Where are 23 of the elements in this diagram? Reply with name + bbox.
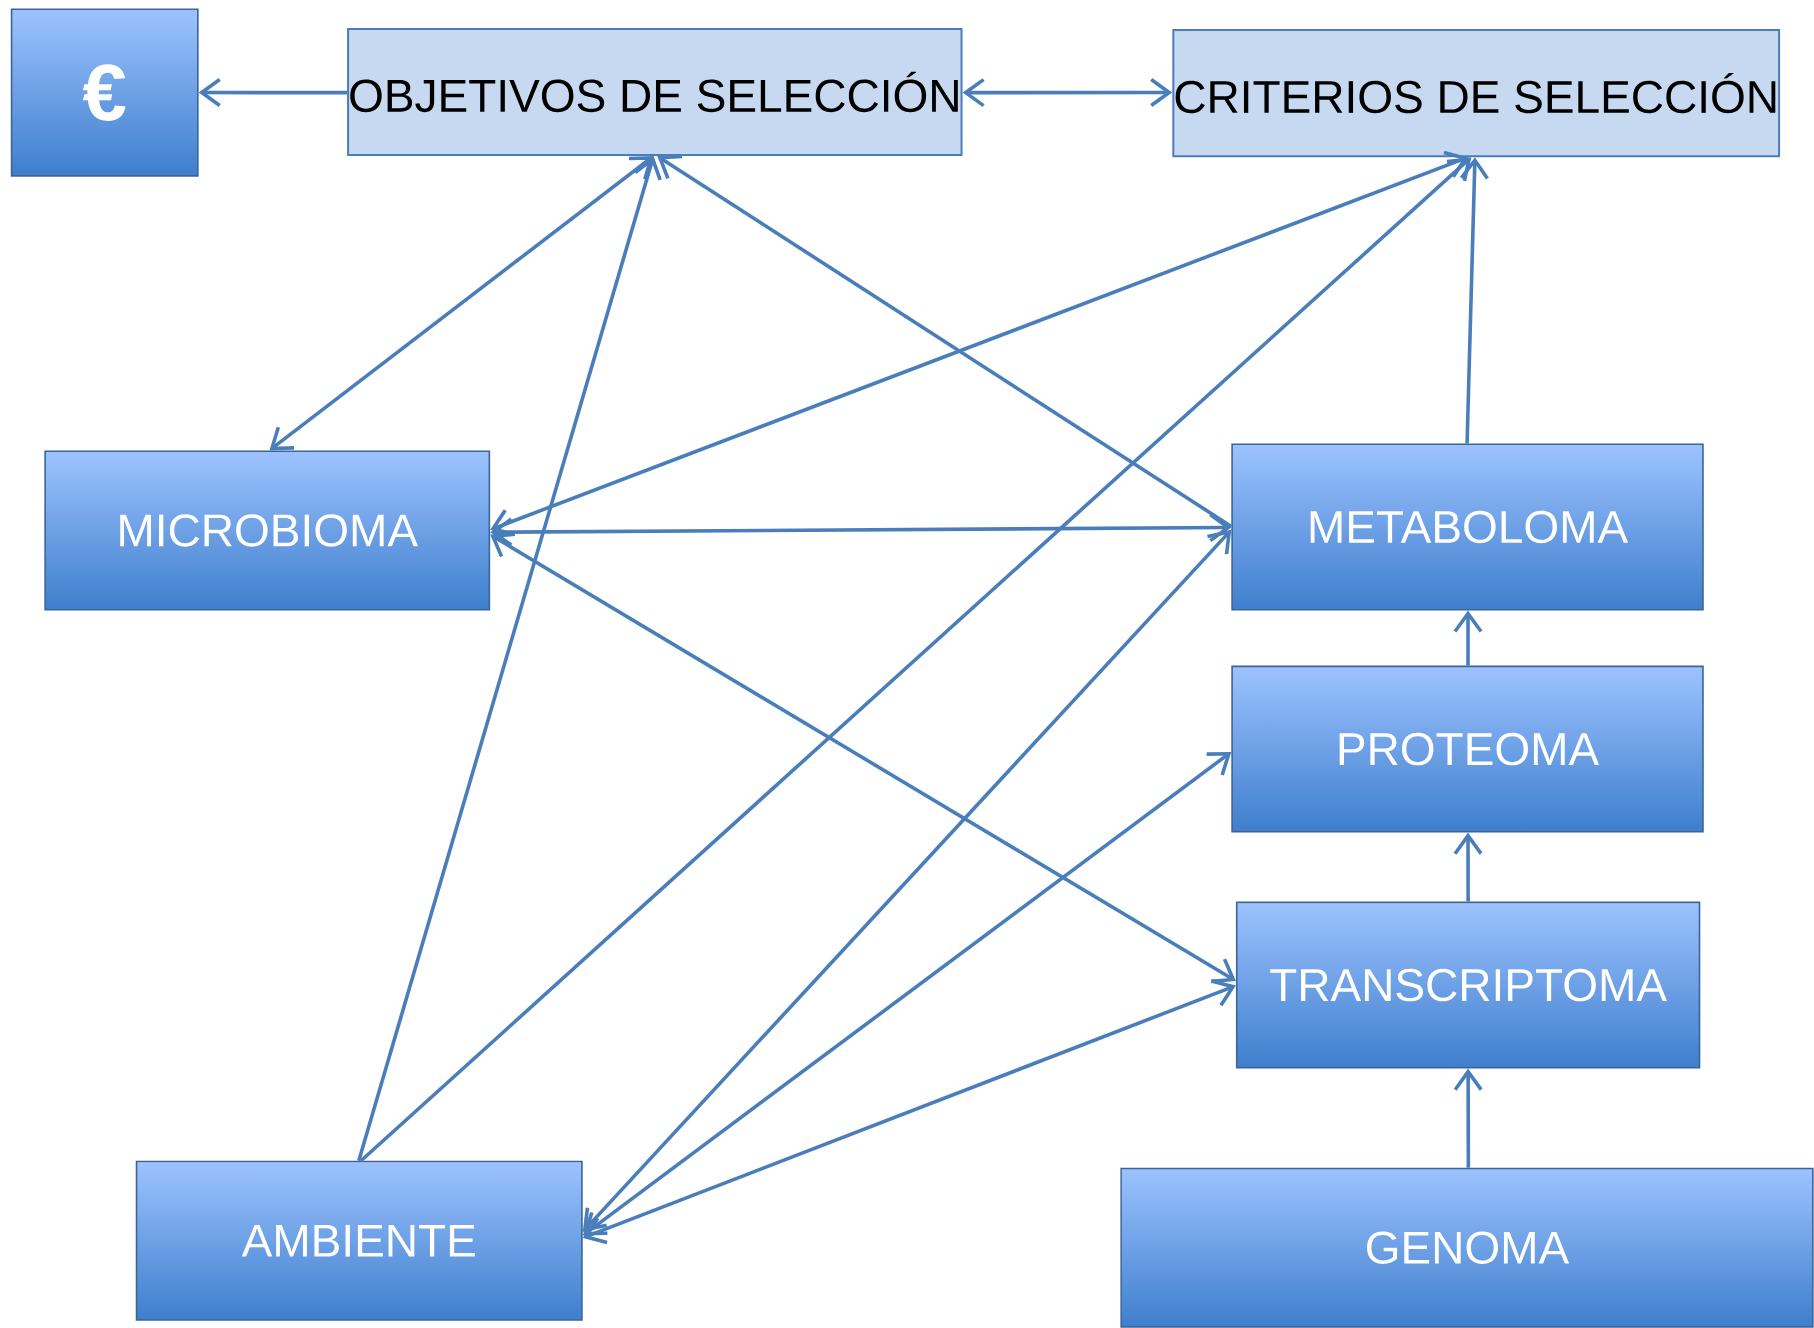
arrow [1453, 1068, 1483, 1168]
omics-box: PROTEOMA [1231, 665, 1704, 833]
arrow [582, 529, 1232, 1232]
omics-box: GENOMA [1120, 1167, 1814, 1328]
arrow [582, 979, 1236, 1245]
arrow [657, 154, 1233, 528]
arrow [269, 155, 654, 451]
goal-box: OBJETIVOS DE SELECCIÓN [347, 27, 963, 156]
goal-box: CRITERIOS DE SELECCIÓN [1172, 29, 1781, 158]
omics-box: METABOLOMA [1231, 443, 1704, 611]
arrow [198, 78, 348, 107]
arrow [359, 157, 1472, 1162]
omics-box: MICROBIOMA [44, 450, 491, 611]
arrow [490, 532, 1236, 984]
arrow [490, 513, 1232, 547]
arrow [357, 156, 662, 1162]
arrow [962, 78, 1173, 108]
arrow [1453, 832, 1483, 902]
omics-box: TRANSCRIPTOMA [1235, 901, 1701, 1069]
currency-box: € [10, 8, 199, 177]
arrow [582, 751, 1232, 1236]
omics-box: AMBIENTE [135, 1160, 583, 1321]
arrow [1459, 157, 1489, 444]
